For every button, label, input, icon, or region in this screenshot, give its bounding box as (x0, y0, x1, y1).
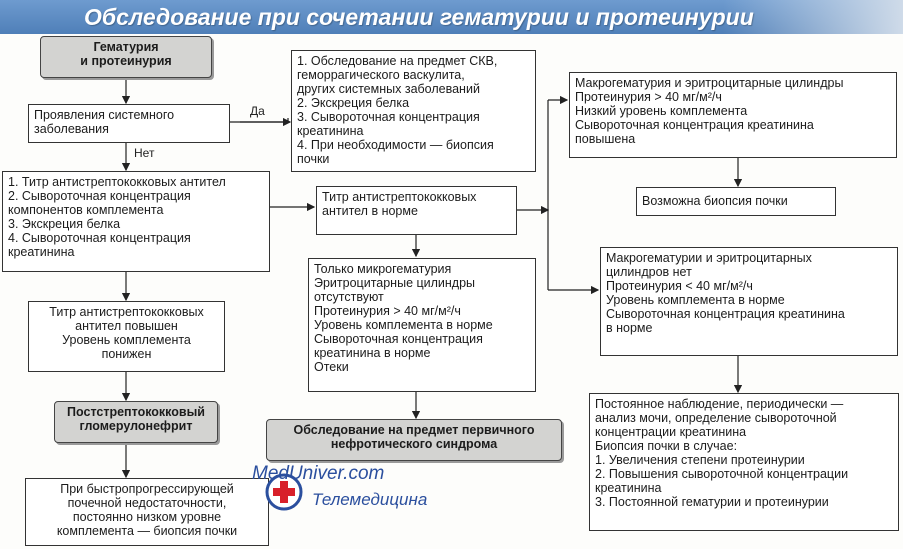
node-rapid-progressive: При быстропрогрессирующей почечной недос… (25, 478, 269, 546)
page-title: Обследование при сочетании гематурии и п… (84, 4, 754, 30)
label-no: Нет (134, 146, 155, 160)
node-micro-only: Только микрогематурия Эритроцитарные цил… (308, 258, 536, 392)
node-post-strep: Постстрептококковый гломерулонефрит (54, 401, 218, 443)
title-bar-gradient (723, 0, 903, 34)
node-macro-casts: Макрогематурия и эритроцитарные цилиндры… (569, 72, 897, 158)
node-lab-tests: 1. Титр антистрептококковых антител 2. С… (2, 171, 270, 272)
watermark-site: MedUniver.com (252, 463, 385, 484)
node-biopsy-possible: Возможна биопсия почки (636, 187, 836, 216)
node-nephrotic: Обследование на предмет первичного нефро… (266, 419, 562, 461)
label-yes: Да (250, 104, 265, 118)
node-aso-elevated: Титр антистрептококковых антител повышен… (28, 301, 225, 372)
node-systemic-question: Проявления системного заболевания (28, 104, 230, 143)
watermark-brand: Телемедицина (312, 490, 428, 509)
node-systemic-workup: 1. Обследование на предмет СКВ, геморраг… (291, 50, 536, 172)
node-start: Гематурия и протеинурия (40, 36, 212, 78)
node-aso-normal: Титр антистрептококковых антител в норме (316, 186, 517, 235)
medical-cross-icon (265, 473, 303, 511)
title-bar (0, 0, 903, 34)
node-monitoring: Постоянное наблюдение, периодически — ан… (589, 393, 899, 531)
node-no-macro: Макрогематурии и эритроцитарных цилиндро… (600, 247, 898, 356)
